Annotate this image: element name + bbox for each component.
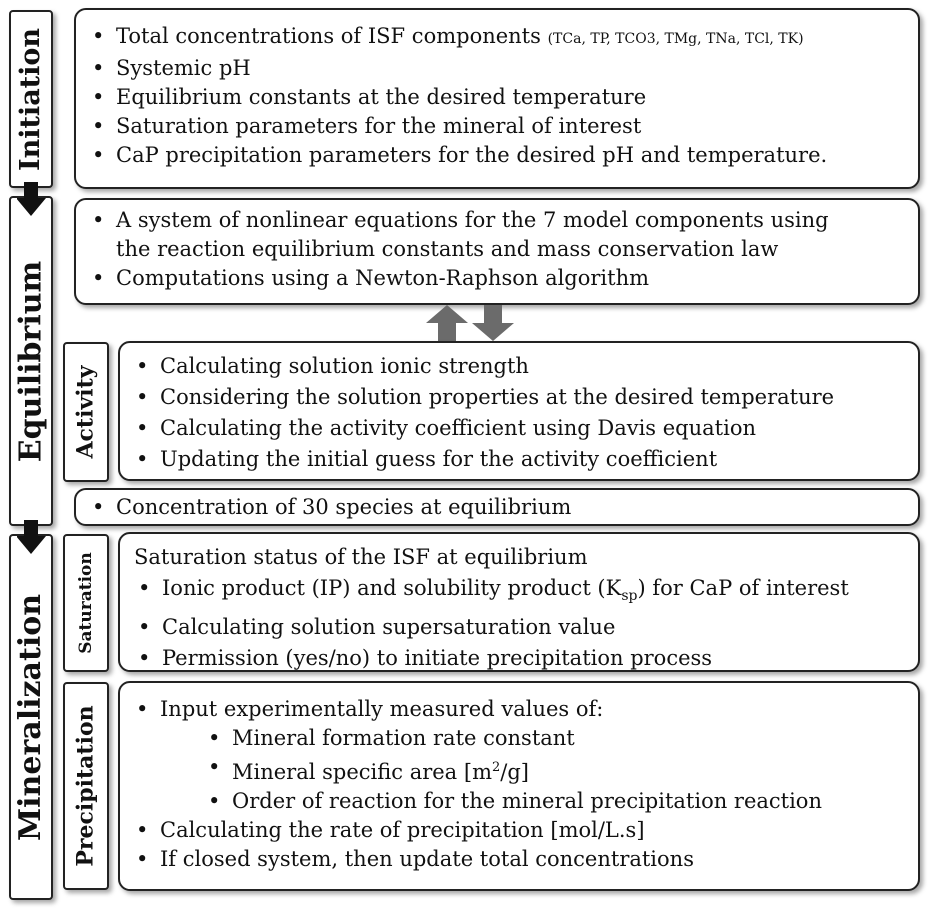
down-arrow-icon: [17, 520, 46, 554]
list-item: CaP precipitation parameters for the des…: [88, 141, 827, 170]
precipitation-label: Precipitation: [63, 682, 109, 890]
stage-mineralization-label: Mineralization: [9, 534, 53, 900]
list-item-continuation: the reaction equilibrium constants and m…: [116, 237, 779, 261]
down-arrow-icon: [17, 182, 46, 216]
list-item: Updating the initial guess for the activ…: [132, 444, 834, 475]
result-list: Concentration of 30 species at equilibri…: [88, 493, 571, 522]
list-item: Calculating the activity coefficient usi…: [132, 413, 834, 444]
list-item: Systemic pH: [88, 54, 827, 83]
list-item: If closed system, then update total conc…: [132, 845, 822, 874]
down-arrow-icon: [472, 305, 514, 341]
list-item: Calculating the rate of precipitation [m…: [132, 816, 822, 845]
activity-label: Activity: [63, 342, 109, 482]
list-item: Considering the solution properties at t…: [132, 382, 834, 413]
list-item: Equilibrium constants at the desired tem…: [88, 83, 827, 112]
saturation-label: Saturation: [63, 534, 109, 672]
list-item: Input experimentally measured values of:: [132, 695, 822, 724]
saturation-box: Saturation status of the ISF at equilibr…: [118, 532, 920, 674]
up-arrow-icon: [426, 305, 468, 341]
precipitation-list: Input experimentally measured values of:…: [132, 695, 822, 874]
initiation-box: Total concentrations of ISF components (…: [74, 8, 920, 189]
list-item: Calculating solution ionic strength: [132, 351, 834, 382]
stage-initiation-label: Initiation: [9, 10, 53, 188]
saturation-heading: Saturation status of the ISF at equilibr…: [134, 545, 588, 569]
sub-list-item: Mineral specific area [m2/g]: [132, 753, 822, 787]
list-item: Saturation parameters for the mineral of…: [88, 112, 827, 141]
precipitation-box: Input experimentally measured values of:…: [118, 681, 920, 891]
equilibrium-equations-box: A system of nonlinear equations for the …: [74, 198, 920, 305]
list-item: Permission (yes/no) to initiate precipit…: [134, 643, 849, 674]
stage-equilibrium-label: Equilibrium: [9, 196, 53, 526]
list-item: Computations using a Newton-Raphson algo…: [88, 264, 829, 293]
list-item: Concentration of 30 species at equilibri…: [88, 493, 571, 522]
list-item: A system of nonlinear equations for the …: [88, 206, 829, 235]
initiation-list: Total concentrations of ISF components (…: [88, 22, 827, 170]
sub-list-item: Order of reaction for the mineral precip…: [132, 787, 822, 816]
equilibrium-list: A system of nonlinear equations for the …: [88, 206, 829, 293]
list-item: Ionic product (IP) and solubility produc…: [134, 573, 849, 612]
list-item: Calculating solution supersaturation val…: [134, 612, 849, 643]
activity-box: Calculating solution ionic strength Cons…: [118, 341, 920, 481]
saturation-list: Saturation status of the ISF at equilibr…: [134, 542, 849, 674]
sub-list-item: Mineral formation rate constant: [132, 724, 822, 753]
list-item: Total concentrations of ISF components (…: [88, 22, 827, 54]
activity-list: Calculating solution ionic strength Cons…: [132, 351, 834, 475]
equilibrium-result-box: Concentration of 30 species at equilibri…: [74, 488, 920, 526]
